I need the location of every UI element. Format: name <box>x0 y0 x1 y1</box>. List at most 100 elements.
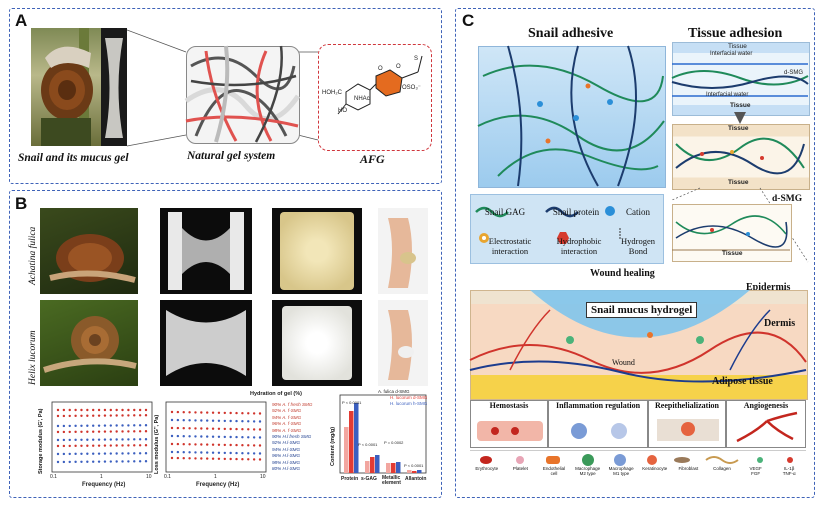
chart-marker <box>211 419 215 422</box>
cell-legend-item: Platelet <box>512 466 528 471</box>
chart-marker <box>200 435 203 438</box>
chart-marker <box>121 438 124 441</box>
chart-marker <box>115 408 118 412</box>
chart-marker <box>127 460 130 463</box>
chart-marker <box>86 452 89 455</box>
chart-marker <box>133 452 136 455</box>
chart-marker <box>68 424 71 428</box>
chart-marker <box>223 411 226 415</box>
chart-marker <box>200 427 203 430</box>
chart-marker <box>56 460 60 464</box>
chart-marker <box>217 457 221 460</box>
chart2-xtick-3: 10 <box>260 474 266 480</box>
chart-marker <box>170 456 174 460</box>
chart-marker <box>74 430 77 434</box>
chart-marker <box>97 460 101 463</box>
snail-legend-icons <box>475 206 621 244</box>
chart-marker <box>121 460 124 463</box>
legend-snail-protein: Snail protein <box>552 207 600 217</box>
chart-marker <box>217 451 221 454</box>
storage-series <box>56 408 148 464</box>
hydration-legend-item: 80% H.l-SMG <box>272 466 301 471</box>
chart-marker <box>121 414 124 417</box>
legend-hydrophobic: Hydrophobic interaction <box>556 236 602 256</box>
chart-marker <box>68 430 71 434</box>
afg-structure-box <box>318 44 432 151</box>
chart-marker <box>247 444 250 447</box>
content-bar <box>354 403 359 473</box>
chart-marker <box>103 438 107 441</box>
chart-marker <box>247 458 250 461</box>
chart-marker <box>223 451 226 455</box>
chart-marker <box>206 411 209 414</box>
chart-marker <box>223 427 226 431</box>
gel-network <box>184 45 301 143</box>
chart-marker <box>86 414 89 417</box>
chart-marker <box>247 452 250 455</box>
chart-marker <box>211 411 215 414</box>
chart-marker <box>86 444 89 447</box>
chart-marker <box>182 451 185 454</box>
achatina-drawing <box>49 234 136 283</box>
chart-marker <box>206 451 209 454</box>
chart3-cat-4: Allantoin <box>405 476 427 482</box>
chart-marker <box>206 435 209 438</box>
chart-marker <box>229 451 232 455</box>
chart-marker <box>138 430 142 433</box>
chart-marker <box>182 427 185 430</box>
chart-marker <box>252 412 256 415</box>
chart-marker <box>176 450 180 454</box>
hydration-legend-item: 92% A. f-SMG <box>272 408 302 414</box>
chart-marker <box>138 438 142 441</box>
snail-adhesive-network <box>477 45 665 187</box>
chart-marker <box>115 460 118 463</box>
chart-marker <box>80 408 83 412</box>
chart-marker <box>200 411 203 414</box>
chart-marker <box>200 457 203 460</box>
adipose-label: Adipose tissue <box>712 376 773 387</box>
panel-c <box>455 8 815 498</box>
chart-marker <box>241 444 244 447</box>
chart-marker <box>68 460 71 464</box>
chart-marker <box>211 443 215 446</box>
chart-marker <box>62 414 66 418</box>
chart-marker <box>252 436 256 439</box>
content-bar <box>407 470 412 473</box>
afg-label-2: HO <box>338 108 347 114</box>
panel-b <box>9 190 442 498</box>
chart3-legend-3: H. lucorum h-SMG <box>390 401 428 406</box>
photo-helix-sponge <box>272 300 362 386</box>
chart-marker <box>97 414 101 417</box>
chart-marker <box>80 460 83 463</box>
chart-marker <box>211 457 215 460</box>
chart-marker <box>68 414 71 418</box>
chart-marker <box>235 457 238 461</box>
chart-marker <box>206 443 209 446</box>
chart-marker <box>235 411 238 415</box>
chart-loss-modulus <box>165 401 267 473</box>
hydration-legend-item: 96% H.l-SMG <box>272 453 301 459</box>
chart-marker <box>80 438 83 441</box>
chart-storage-modulus <box>51 401 153 473</box>
chart-marker <box>247 412 250 415</box>
chart-marker <box>115 414 118 417</box>
afg-label-1: HOH₂C <box>322 90 342 96</box>
chart2-xtick-1: 0.1 <box>164 474 171 480</box>
chart-marker <box>241 412 244 415</box>
caption-snail: Snail and its mucus gel <box>18 152 129 164</box>
afg-label-6: OSO₃⁻ <box>402 85 421 91</box>
hydration-legend-item: 94% A. f-SMG <box>272 414 302 420</box>
hydration-legend-item: 90% A. f fresh SMG <box>272 402 313 407</box>
chart-marker <box>144 408 148 412</box>
chart-marker <box>97 408 101 412</box>
snail-legend-box <box>470 194 664 264</box>
chart-marker <box>144 452 148 455</box>
chart-marker <box>188 419 191 422</box>
chart-marker <box>211 435 215 438</box>
chart-marker <box>176 456 180 460</box>
chart-marker <box>211 427 215 430</box>
chart-marker <box>133 414 136 417</box>
chart-marker <box>211 451 215 454</box>
chart-marker <box>258 458 262 461</box>
